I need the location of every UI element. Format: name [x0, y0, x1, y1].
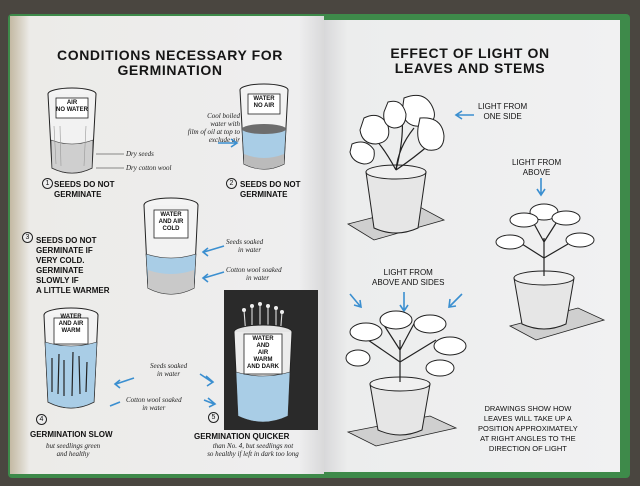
jar-3-label: WATER AND AIR COLD: [154, 212, 188, 233]
plant-3-caption: LIGHT FROM ABOVE AND SIDES: [372, 268, 444, 288]
jar-5-label-line-3: AIR: [244, 350, 282, 357]
jar-4-label: WATER AND AIR WARM: [54, 314, 88, 335]
jar-1-caption-line-1: SEEDS DO NOT: [54, 180, 114, 190]
jar-4-subcaption: but seedlings green and healthy: [46, 442, 100, 458]
jar-3-label-line-3: COLD: [154, 226, 188, 233]
jar-2-note-line-2: water with: [160, 120, 240, 128]
jar-5-number: 5: [208, 412, 219, 423]
jar-2-label-line-2: NO AIR: [248, 103, 280, 110]
footer-line-4: AT RIGHT ANGLES TO THE: [478, 434, 578, 444]
jar-2-note-line-1: Cool boiled: [160, 112, 240, 120]
jar-3-note-seeds-line-1: Seeds soaked: [226, 238, 263, 246]
jar-5-label-line-1: WATER: [244, 336, 282, 343]
page-stain: [10, 16, 30, 474]
jar-4-label-line-1: WATER: [54, 314, 88, 321]
plant-2-illustration: [496, 198, 606, 346]
jar-3-caption-line-4: GERMINATE: [36, 266, 109, 276]
jar-3-note-wool-line-2: in water: [226, 274, 282, 282]
jar-1-caption-line-2: GERMINATE: [54, 190, 114, 200]
jar-5-sub-line-2: so healthy if left in dark too long: [180, 450, 326, 458]
left-title-line-1: CONDITIONS NECESSARY FOR: [40, 48, 300, 63]
jar-1-caption: SEEDS DO NOT GERMINATE: [54, 180, 114, 200]
jar-3-caption-line-2: GERMINATE IF: [36, 246, 109, 256]
jar-1-label: AIR NO WATER: [56, 100, 88, 114]
plant-2-line-1: LIGHT FROM: [512, 158, 561, 168]
right-page-footer: DRAWINGS SHOW HOW LEAVES WILL TAKE UP A …: [478, 404, 578, 454]
jar-4-sub-line-2: and healthy: [46, 450, 100, 458]
jar-3-caption-line-5: SLOWLY IF: [36, 276, 109, 286]
plant-1-caption: LIGHT FROM ONE SIDE: [478, 102, 527, 122]
jar-1-note-seeds: Dry seeds: [126, 150, 154, 158]
jar-3-caption: SEEDS DO NOT GERMINATE IF VERY COLD. GER…: [36, 236, 109, 296]
shared-note-arrows: [108, 368, 218, 408]
jar-2-arrow: [218, 138, 240, 148]
jar-4-label-line-2: AND AIR: [54, 321, 88, 328]
plant-1-line-2: ONE SIDE: [478, 112, 527, 122]
jar-5-subcaption: than No. 4, but seedlings not so healthy…: [180, 442, 326, 458]
plant-1-line-1: LIGHT FROM: [478, 102, 527, 112]
footer-line-5: DIRECTION OF LIGHT: [478, 444, 578, 454]
jar-3-arrows: [200, 242, 226, 282]
jar-1-number: 1: [42, 178, 53, 189]
right-title-line-1: EFFECT OF LIGHT ON: [340, 46, 600, 61]
jar-2-label: WATER NO AIR: [248, 96, 280, 110]
plant-2-arrow: [536, 178, 546, 196]
jar-2-caption-line-2: GERMINATE: [240, 190, 300, 200]
plant-2-caption: LIGHT FROM ABOVE: [512, 158, 561, 178]
left-page-title: CONDITIONS NECESSARY FOR GERMINATION: [40, 48, 300, 78]
plant-3-line-1: LIGHT FROM: [372, 268, 444, 278]
plant-2-line-2: ABOVE: [512, 168, 561, 178]
jar-4-caption: GERMINATION SLOW: [30, 430, 113, 440]
plant-1-arrow: [454, 110, 476, 120]
footer-line-1: DRAWINGS SHOW HOW: [478, 404, 578, 414]
jar-3-label-line-1: WATER: [154, 212, 188, 219]
jar-2-number: 2: [226, 178, 237, 189]
jar-2-caption-line-1: SEEDS DO NOT: [240, 180, 300, 190]
jar-4-label-line-3: WARM: [54, 328, 88, 335]
jar-1-label-line-2: NO WATER: [56, 107, 88, 114]
jar-5-label: WATER AND AIR WARM AND DARK: [244, 336, 282, 371]
jar-5-label-line-2: AND: [244, 343, 282, 350]
jar-3-note-wool-line-1: Cotton wool soaked: [226, 266, 282, 274]
jar-3-caption-line-6: A LITTLE WARMER: [36, 286, 109, 296]
jar-3-number: 3: [22, 232, 33, 243]
jar-5-sub-line-1: than No. 4, but seedlings not: [180, 442, 326, 450]
plant-3-illustration: [346, 310, 478, 450]
jar-1-note-wool: Dry cotton wool: [126, 164, 172, 172]
jar-1-pointer-lines: [96, 150, 126, 170]
jar-3-note-wool: Cotton wool soaked in water: [226, 266, 282, 282]
jar-4-number: 4: [36, 414, 47, 425]
right-title-line-2: LEAVES AND STEMS: [340, 61, 600, 76]
plant-3-line-2: ABOVE AND SIDES: [372, 278, 444, 288]
jar-3-label-line-2: AND AIR: [154, 219, 188, 226]
jar-5-caption: GERMINATION QUICKER: [194, 432, 289, 442]
plant-1-illustration: [344, 88, 460, 248]
right-page-title: EFFECT OF LIGHT ON LEAVES AND STEMS: [340, 46, 600, 76]
jar-3-note-seeds: Seeds soaked in water: [226, 238, 263, 254]
jar-2-label-line-1: WATER: [248, 96, 280, 103]
jar-3-note-seeds-line-2: in water: [226, 246, 263, 254]
jar-5-label-line-5: AND DARK: [244, 364, 282, 371]
jar-5-label-line-4: WARM: [244, 357, 282, 364]
left-title-line-2: GERMINATION: [40, 63, 300, 78]
jar-1-label-line-1: AIR: [56, 100, 88, 107]
jar-2-note-line-3: film of oil at top to: [160, 128, 240, 136]
footer-line-3: POSITION APPROXIMATELY: [478, 424, 578, 434]
jar-3-caption-line-3: VERY COLD.: [36, 256, 109, 266]
jar-4-sub-line-1: but seedlings green: [46, 442, 100, 450]
footer-line-2: LEAVES WILL TAKE UP A: [478, 414, 578, 424]
jar-2-caption: SEEDS DO NOT GERMINATE: [240, 180, 300, 200]
jar-3-caption-line-1: SEEDS DO NOT: [36, 236, 109, 246]
